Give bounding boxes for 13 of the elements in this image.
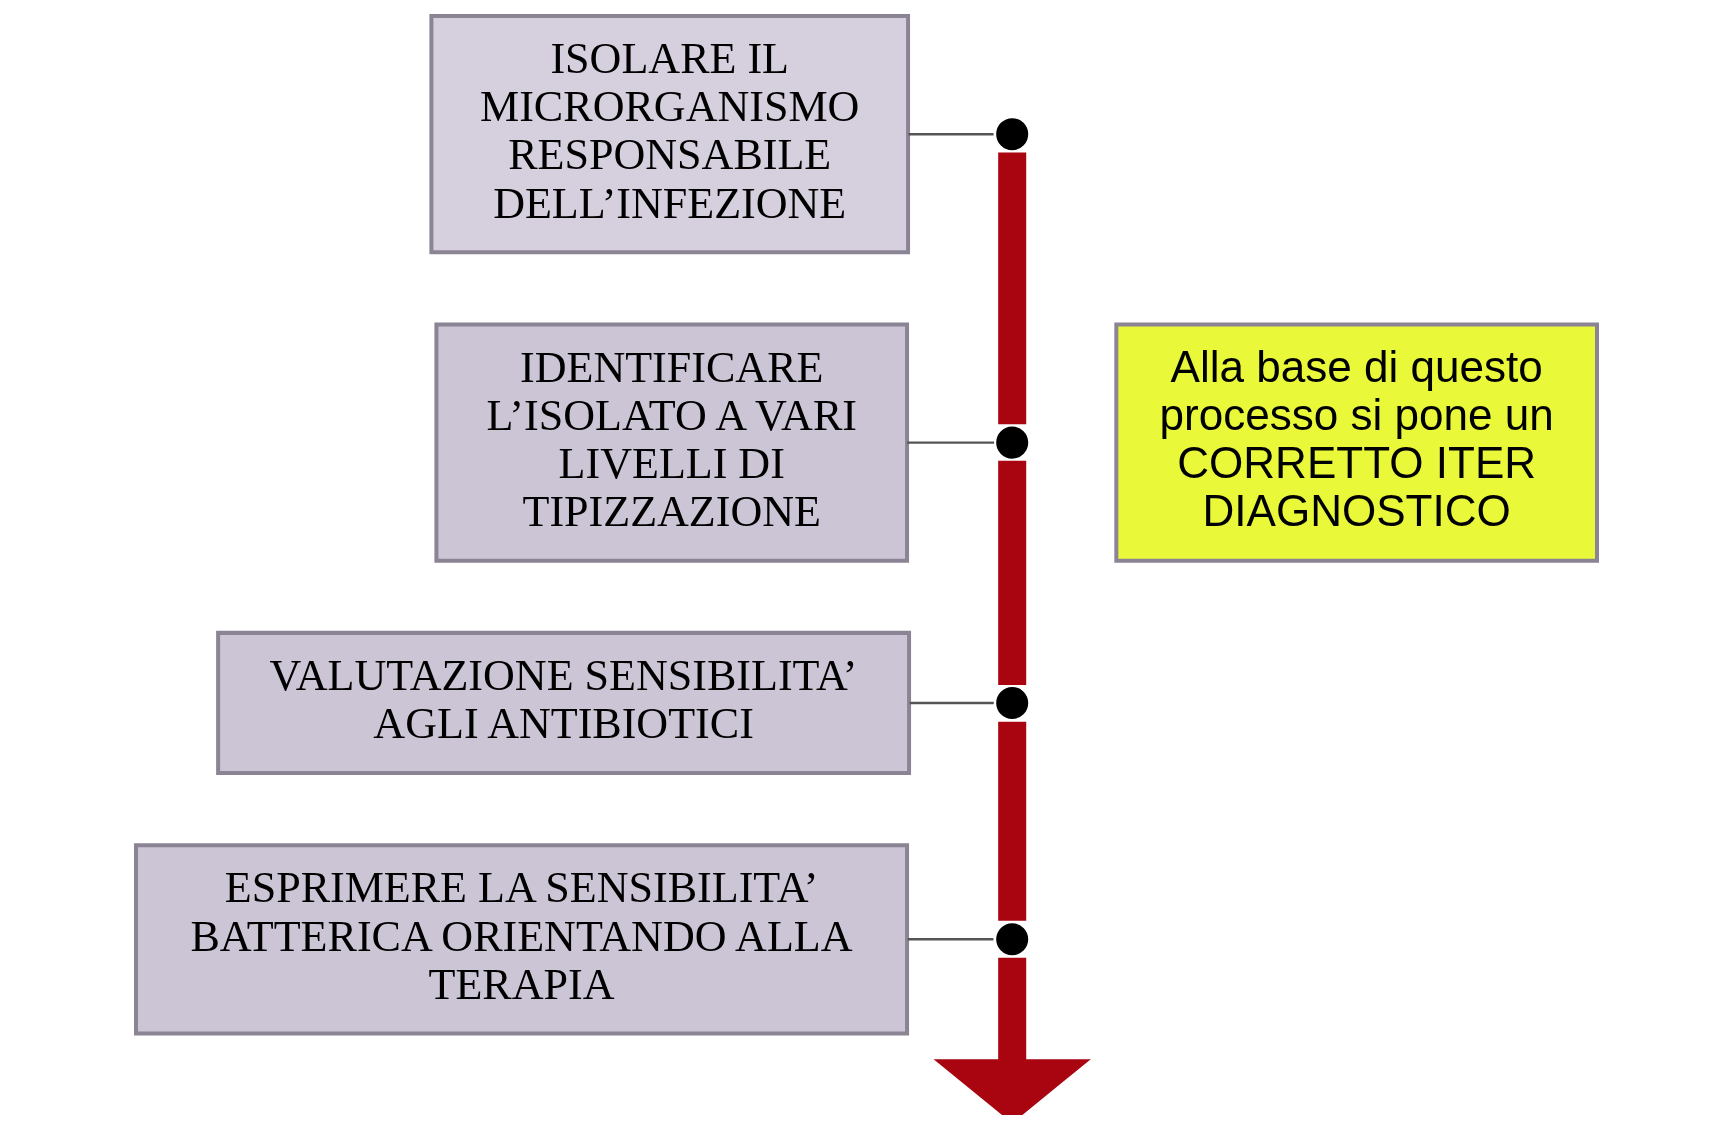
connector bbox=[908, 133, 994, 136]
connector bbox=[998, 460, 1027, 685]
node-box: ESPRIMERE LA SENSIBILITA’ BATTERICA ORIENTANDO ALLA TERAPIA bbox=[134, 843, 910, 1036]
node-box: VALUTAZIONE SENSIBILITA’ AGLI ANTIBIOTICI bbox=[216, 630, 912, 776]
connector bbox=[998, 721, 1027, 921]
node-box: ISOLARE IL MICRORGANISMO RESPONSABILE DELL’INFEZIONE bbox=[429, 14, 911, 255]
node-box: Alla base di questo processo si pone un CORRETTO ITER DIAGNOSTICO bbox=[1114, 322, 1599, 563]
connector bbox=[907, 441, 995, 444]
connector bbox=[907, 938, 994, 941]
arrow bbox=[933, 957, 1091, 1115]
connector bbox=[909, 701, 994, 705]
connector bbox=[998, 152, 1027, 425]
node-box: IDENTIFICARE L’ISOLATO A VARI LIVELLI DI TIPIZZAZIONE bbox=[434, 322, 910, 563]
